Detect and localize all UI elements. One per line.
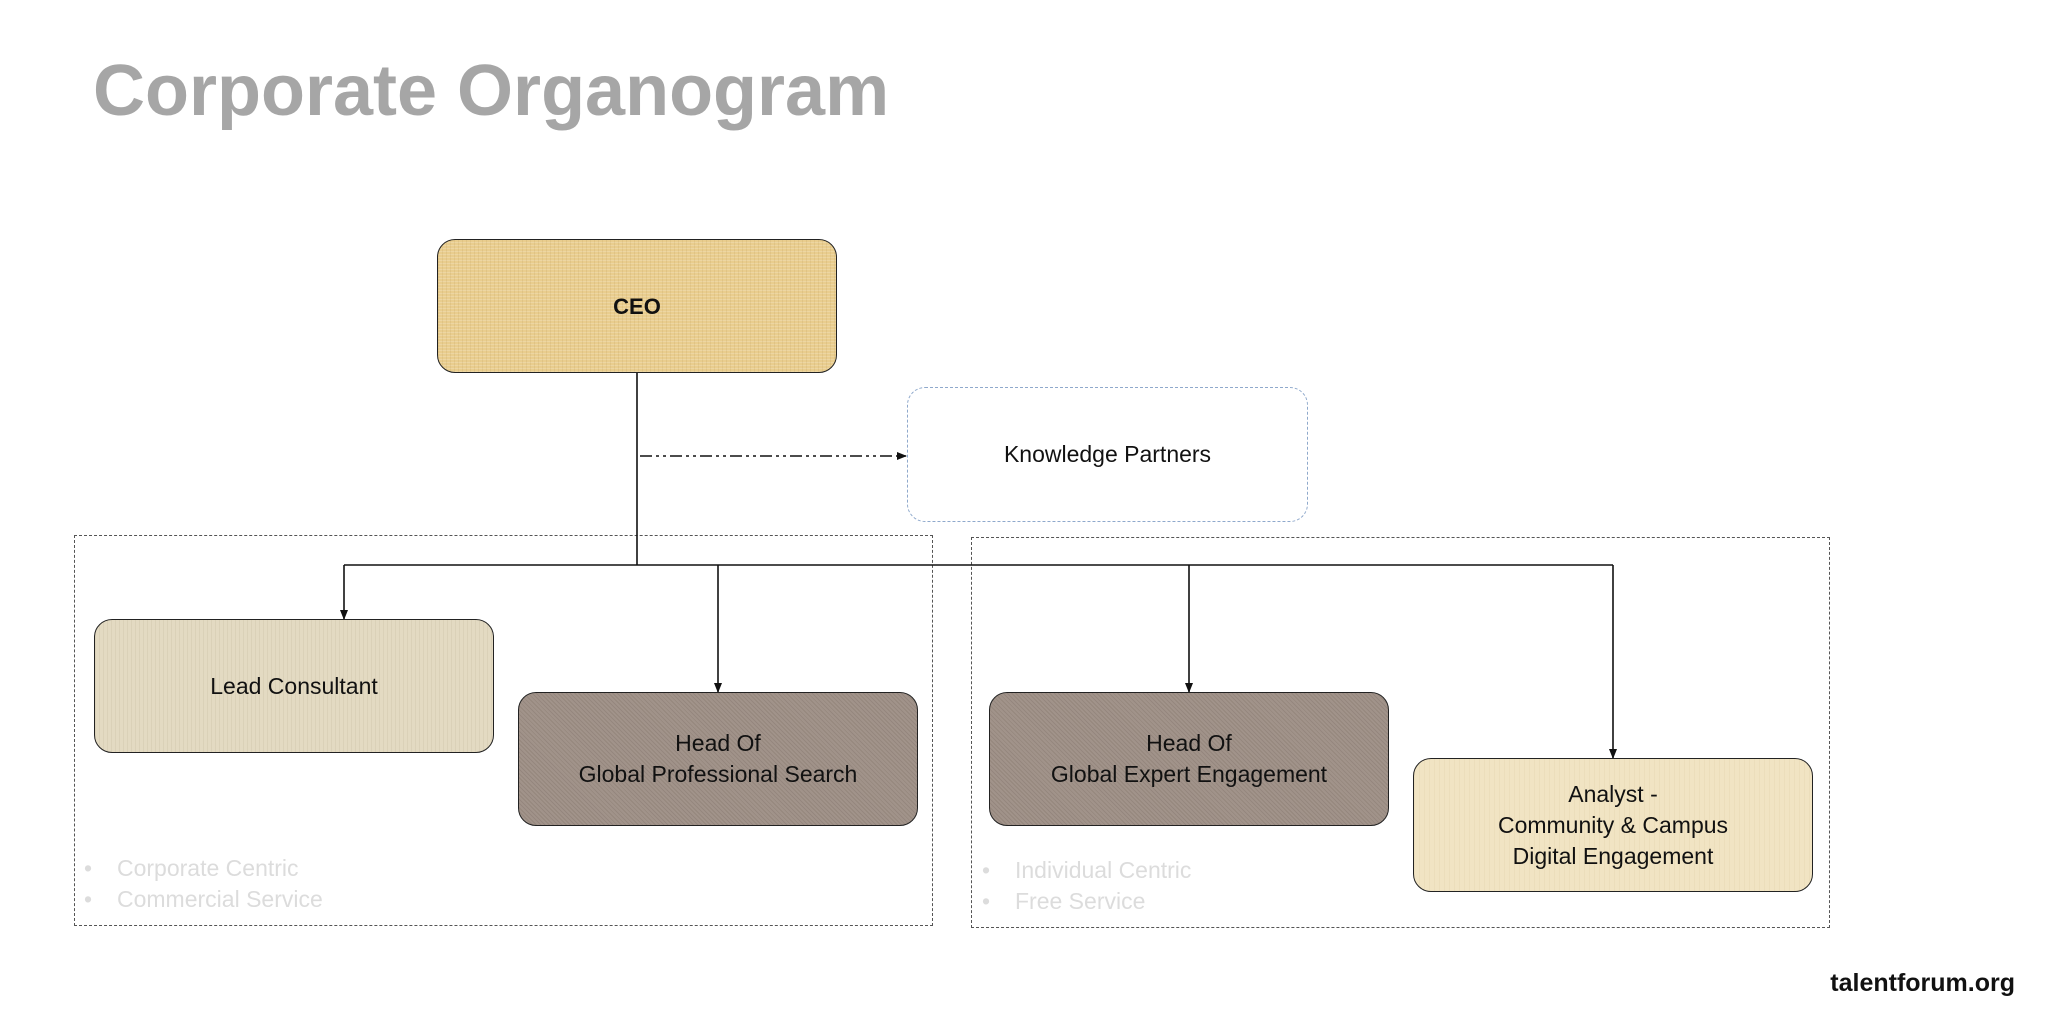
- head-global-expert-engagement-label: Head Of Global Expert Engagement: [1050, 730, 1328, 787]
- analyst-digital-engagement-label: Analyst - Community & Campus Digital Eng…: [1497, 780, 1729, 869]
- lead-consultant-label: Lead Consultant: [210, 672, 378, 699]
- ceo-label: CEO: [613, 293, 661, 319]
- head-global-professional-search-node: Head Of Global Professional Search: [518, 692, 918, 826]
- group-note-item: Commercial Service: [78, 884, 323, 915]
- footer-brand: talentforum.org: [1830, 969, 2015, 997]
- head-global-professional-search-label: Head Of Global Professional Search: [578, 730, 858, 787]
- corporate-group-box: [74, 535, 933, 926]
- group-note-item: Corporate Centric: [78, 853, 323, 884]
- individual-group-notes: Individual Centric Free Service: [976, 855, 1191, 917]
- knowledge-partners-label: Knowledge Partners: [1003, 441, 1212, 467]
- page-title: Corporate Organogram: [93, 51, 890, 131]
- ceo-node: CEO: [437, 239, 837, 373]
- individual-group-box: [971, 537, 1830, 928]
- lead-consultant-node: Lead Consultant: [94, 619, 494, 753]
- group-note-item: Individual Centric: [976, 855, 1191, 886]
- group-note-item: Free Service: [976, 886, 1191, 917]
- analyst-digital-engagement-node: Analyst - Community & Campus Digital Eng…: [1413, 758, 1813, 892]
- head-global-expert-engagement-node: Head Of Global Expert Engagement: [989, 692, 1389, 826]
- knowledge-partners-node: Knowledge Partners: [907, 387, 1308, 522]
- corporate-group-notes: Corporate Centric Commercial Service: [78, 853, 323, 915]
